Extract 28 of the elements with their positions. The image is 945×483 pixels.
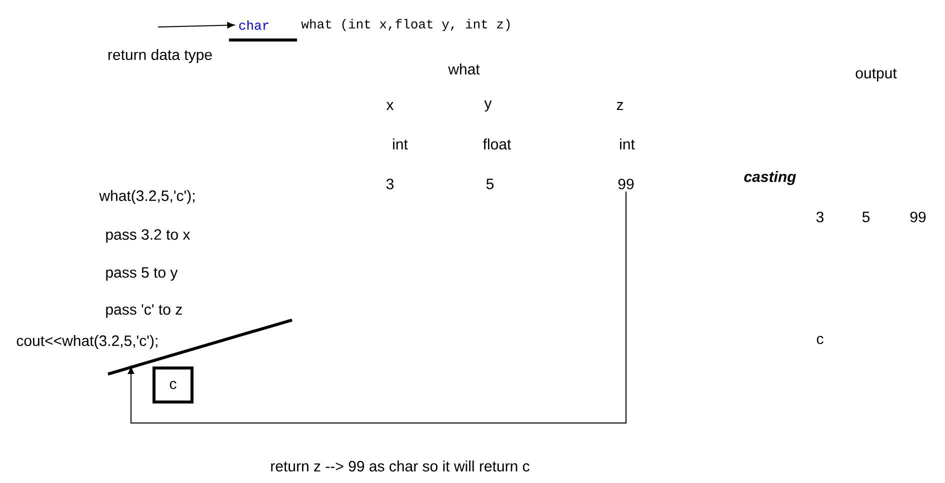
text-label: what(3.2,5,'c');: [99, 190, 194, 204]
text-label: float: [483, 138, 512, 150]
text-label: return z --> 99 as char so it will return c: [271, 460, 530, 472]
code-text: what (int x,float y, int z): [301, 18, 510, 32]
text-label: pass 3.2 to x: [106, 229, 190, 243]
result-box: c: [152, 366, 194, 404]
text-label: 3: [816, 212, 824, 222]
text-label: 3: [386, 178, 394, 190]
text-label: 5: [862, 212, 870, 222]
arrow: [128, 191, 626, 424]
text-label: x: [386, 102, 394, 110]
text-label: pass 'c' to z: [106, 304, 182, 318]
text-label: y: [484, 100, 492, 112]
value-text: 99: [618, 178, 634, 190]
text-label: output: [856, 68, 897, 82]
keyword-text: char: [239, 20, 268, 30]
text-label: pass 5 to y: [106, 267, 178, 281]
heading-text: casting: [744, 171, 796, 185]
text-label: c: [816, 336, 824, 344]
text-label: what: [448, 64, 480, 74]
text-label: int: [620, 138, 635, 150]
text-label: z: [616, 102, 623, 110]
code-text: cout<<what(3.2,5,'c');: [16, 335, 158, 349]
text-label: 5: [486, 178, 494, 190]
text-label: 99: [910, 212, 926, 222]
text-label: return data type: [108, 49, 212, 63]
text-label: int: [393, 138, 408, 150]
arrow: [158, 22, 235, 28]
